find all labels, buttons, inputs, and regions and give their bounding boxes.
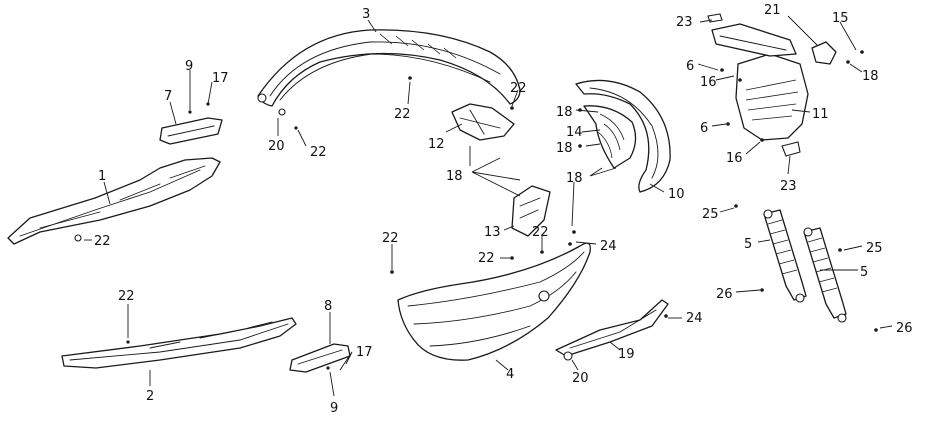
label-5: 5 (860, 265, 868, 280)
label-2: 2 (146, 389, 154, 404)
label-24: 24 (600, 239, 617, 254)
label-22: 22 (394, 107, 411, 122)
label-26: 26 (716, 287, 733, 302)
callout-labels: 1 22 7 9 17 3 22 22 20 22 12 18 13 18 14… (94, 3, 913, 416)
label-18: 18 (446, 169, 463, 184)
part-21-cap (811, 41, 837, 65)
label-25: 25 (866, 241, 883, 256)
fasteners (390, 50, 878, 332)
label-25: 25 (702, 207, 719, 222)
leader-lines (84, 15, 893, 397)
label-6: 6 (700, 121, 708, 136)
part-1-side-rail (7, 157, 221, 245)
label-18: 18 (862, 69, 879, 84)
part-2-lower-rail (61, 317, 297, 369)
label-11: 11 (812, 107, 829, 122)
label-24: 24 (686, 311, 703, 326)
label-10: 10 (668, 187, 685, 202)
label-5: 5 (744, 237, 752, 252)
label-16: 16 (726, 151, 743, 166)
part-10-tail-cover (575, 79, 671, 193)
part-7-bracket (159, 102, 223, 145)
label-6: 6 (686, 59, 694, 74)
label-7: 7 (164, 89, 172, 104)
label-16: 16 (700, 75, 717, 90)
part-19-small-rail (555, 299, 669, 361)
part-12-inner-bracket (451, 103, 515, 141)
label-14: 14 (566, 125, 583, 140)
label-12: 12 (428, 137, 445, 152)
part-23-knob (781, 141, 801, 157)
label-23: 23 (676, 15, 693, 30)
label-22: 22 (382, 231, 399, 246)
label-20: 20 (268, 139, 285, 154)
label-23: 23 (780, 179, 797, 194)
label-8: 8 (324, 299, 332, 314)
label-4: 4 (506, 367, 514, 382)
label-13: 13 (484, 225, 501, 240)
label-9: 9 (185, 59, 193, 74)
part-3-rear-fender (257, 29, 521, 130)
upper-bracket (707, 13, 797, 57)
part-4-lower-fender (397, 242, 591, 361)
label-17: 17 (212, 71, 229, 86)
label-18: 18 (566, 171, 583, 186)
label-1: 1 (98, 169, 106, 184)
label-18: 18 (556, 105, 573, 120)
label-9: 9 (330, 401, 338, 416)
label-19: 19 (618, 347, 635, 362)
part-5-shock-absorbers (763, 209, 847, 323)
label-17: 17 (356, 345, 373, 360)
label-21: 21 (764, 3, 781, 18)
label-26: 26 (896, 321, 913, 336)
label-15: 15 (832, 11, 849, 26)
label-20: 20 (572, 371, 589, 386)
label-18: 18 (556, 141, 573, 156)
part-13-clip-bracket (511, 185, 551, 237)
label-22: 22 (310, 145, 327, 160)
part-11-inner-housing (735, 53, 809, 141)
label-22: 22 (94, 234, 111, 249)
label-22: 22 (510, 81, 527, 96)
label-22: 22 (532, 225, 549, 240)
label-3: 3 (362, 7, 370, 22)
part-14-tail-lamp (583, 105, 637, 169)
label-22: 22 (478, 251, 495, 266)
label-22: 22 (118, 289, 135, 304)
